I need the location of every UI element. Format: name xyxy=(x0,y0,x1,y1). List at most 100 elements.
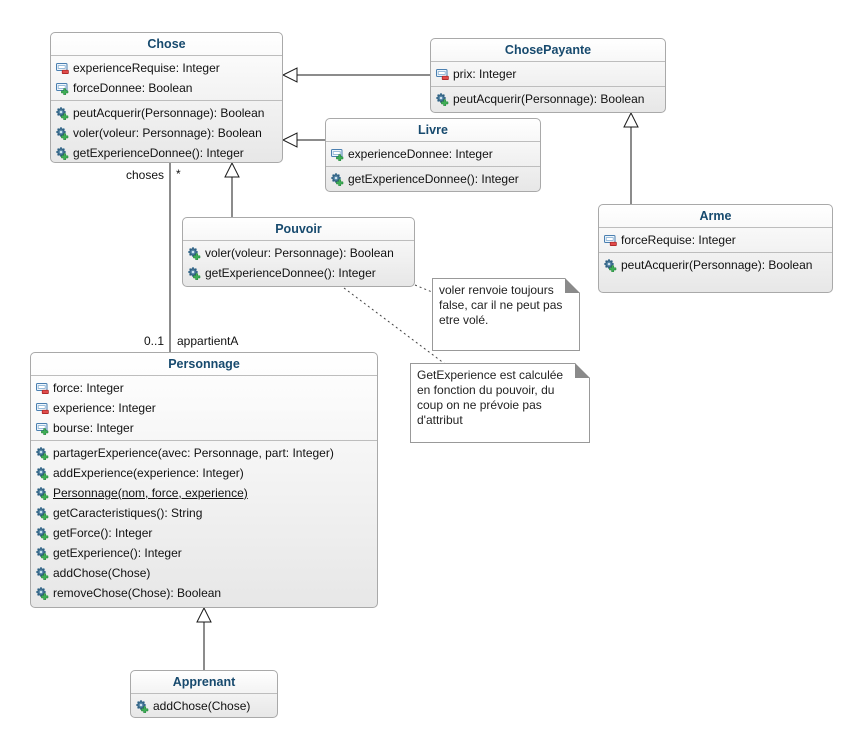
member-label: experience: Integer xyxy=(53,401,156,415)
public-method-icon xyxy=(330,172,344,186)
member-row: getCaracteristiques(): String xyxy=(31,503,377,523)
class-title: Pouvoir xyxy=(183,218,414,241)
attributes-compartment: forceRequise: Integer xyxy=(599,228,832,253)
member-label: prix: Integer xyxy=(453,67,517,81)
member-label: removeChose(Chose): Boolean xyxy=(53,586,222,600)
public-field-icon xyxy=(330,147,344,161)
attributes-compartment: prix: Integer xyxy=(431,62,665,87)
member-row: experience: Integer xyxy=(31,398,377,418)
class-title: Livre xyxy=(326,119,540,142)
class-pouvoir[interactable]: Pouvoir voler(voleur: Personnage): Boole… xyxy=(182,217,415,287)
association-multiplicity-star: * xyxy=(176,167,181,181)
member-row: force: Integer xyxy=(31,378,377,398)
member-row: getExperienceDonnee(): Integer xyxy=(326,169,540,189)
public-method-icon xyxy=(55,146,69,160)
member-row: getExperience(): Integer xyxy=(31,543,377,563)
generalization-apprenant-personnage[interactable] xyxy=(196,606,212,670)
member-row: addChose(Chose) xyxy=(131,696,277,716)
association-role-appartienta: appartientA xyxy=(177,334,239,348)
private-field-icon xyxy=(435,67,449,81)
methods-compartment: getExperienceDonnee(): Integer xyxy=(326,167,540,191)
attributes-compartment: experienceDonnee: Integer xyxy=(326,142,540,167)
class-title: Chose xyxy=(51,33,282,56)
member-label: getCaracteristiques(): String xyxy=(53,506,203,520)
attributes-compartment: experienceRequise: Integer forceDonnee: B… xyxy=(51,56,282,101)
class-title: Personnage xyxy=(31,353,377,376)
public-method-icon xyxy=(35,546,49,560)
class-livre[interactable]: Livre experienceDonnee: Integer getExper… xyxy=(325,118,541,192)
class-arme[interactable]: Arme forceRequise: Integer peutAcquerir(… xyxy=(598,204,833,293)
attributes-compartment: force: Integer experience: Integer bourse:… xyxy=(31,376,377,441)
member-label: forceDonnee: Boolean xyxy=(73,81,193,95)
member-label: addChose(Chose) xyxy=(153,699,251,713)
class-title: Apprenant xyxy=(131,671,277,694)
public-method-icon xyxy=(35,526,49,540)
member-row: voler(voleur: Personnage): Boolean xyxy=(183,243,414,263)
note-fold-icon xyxy=(575,363,590,378)
member-label: Personnage(nom, force, experience) xyxy=(53,486,248,500)
member-row: peutAcquerir(Personnage): Boolean xyxy=(431,89,665,109)
member-row: forceRequise: Integer xyxy=(599,230,832,250)
member-label: voler(voleur: Personnage): Boolean xyxy=(73,126,262,140)
methods-compartment: peutAcquerir(Personnage): Boolean voler(v… xyxy=(51,101,282,165)
public-field-icon xyxy=(35,421,49,435)
private-field-icon xyxy=(35,401,49,415)
generalization-chosepayante-chose[interactable] xyxy=(281,67,430,83)
public-method-icon xyxy=(55,106,69,120)
public-field-icon xyxy=(55,81,69,95)
member-row: addExperience(experience: Integer) xyxy=(31,463,377,483)
generalization-livre-chose[interactable] xyxy=(281,132,325,148)
methods-compartment: partagerExperience(avec: Personnage, par… xyxy=(31,441,377,607)
class-apprenant[interactable]: Apprenant addChose(Chose) xyxy=(130,670,278,718)
member-row: getForce(): Integer xyxy=(31,523,377,543)
public-method-icon xyxy=(435,92,449,106)
note-getexperience[interactable]: GetExperience est calculée en fonction d… xyxy=(410,363,590,443)
member-label: addChose(Chose) xyxy=(53,566,151,580)
public-method-icon xyxy=(35,506,49,520)
member-label: getForce(): Integer xyxy=(53,526,153,540)
member-row: Personnage(nom, force, experience) xyxy=(31,483,377,503)
public-method-icon xyxy=(55,126,69,140)
association-role-choses: choses xyxy=(125,168,164,182)
public-method-icon xyxy=(35,486,49,500)
methods-compartment: addChose(Chose) xyxy=(131,694,277,718)
member-label: partagerExperience(avec: Personnage, par… xyxy=(53,446,334,460)
member-label: experienceRequise: Integer xyxy=(73,61,220,75)
generalization-arme-chosepayante[interactable] xyxy=(623,111,639,204)
class-personnage[interactable]: Personnage force: Integer experience: Int… xyxy=(30,352,378,608)
methods-compartment: voler(voleur: Personnage): Boolean getExp… xyxy=(183,241,414,286)
methods-compartment: peutAcquerir(Personnage): Boolean xyxy=(431,87,665,112)
note-link-voler[interactable] xyxy=(414,284,433,293)
member-label: getExperienceDonnee(): Integer xyxy=(348,172,519,186)
note-text: GetExperience est calculée en fonction d… xyxy=(417,368,564,427)
member-row: bourse: Integer xyxy=(31,418,377,438)
class-chose[interactable]: Chose experienceRequise: Integer forceDon… xyxy=(50,32,283,163)
member-row: getExperienceDonnee(): Integer xyxy=(51,143,282,163)
generalization-pouvoir-chose[interactable] xyxy=(224,161,240,217)
association-multiplicity-0-1: 0..1 xyxy=(143,334,164,348)
member-row: voler(voleur: Personnage): Boolean xyxy=(51,123,282,143)
member-label: peutAcquerir(Personnage): Boolean xyxy=(73,106,265,120)
member-label: getExperienceDonnee(): Integer xyxy=(73,146,244,160)
public-method-icon xyxy=(35,566,49,580)
member-label: peutAcquerir(Personnage): Boolean xyxy=(453,92,645,106)
member-label: force: Integer xyxy=(53,381,124,395)
private-field-icon xyxy=(55,61,69,75)
public-method-icon xyxy=(35,466,49,480)
member-row: partagerExperience(avec: Personnage, par… xyxy=(31,443,377,463)
member-row: peutAcquerir(Personnage): Boolean xyxy=(51,103,282,123)
class-chosepayante[interactable]: ChosePayante prix: Integer peutAcquerir(… xyxy=(430,38,666,113)
public-method-icon xyxy=(187,266,201,280)
note-voler[interactable]: voler renvoie toujours false, car il ne … xyxy=(432,278,580,351)
member-label: getExperienceDonnee(): Integer xyxy=(205,266,376,280)
member-row: forceDonnee: Boolean xyxy=(51,78,282,98)
note-text: voler renvoie toujours false, car il ne … xyxy=(439,283,563,327)
member-label: voler(voleur: Personnage): Boolean xyxy=(205,246,394,260)
private-field-icon xyxy=(603,233,617,247)
class-title: Arme xyxy=(599,205,832,228)
member-row: experienceDonnee: Integer xyxy=(326,144,540,164)
member-label: getExperience(): Integer xyxy=(53,546,182,560)
public-method-icon xyxy=(35,446,49,460)
methods-compartment: peutAcquerir(Personnage): Boolean xyxy=(599,253,832,292)
member-row: addChose(Chose) xyxy=(31,563,377,583)
